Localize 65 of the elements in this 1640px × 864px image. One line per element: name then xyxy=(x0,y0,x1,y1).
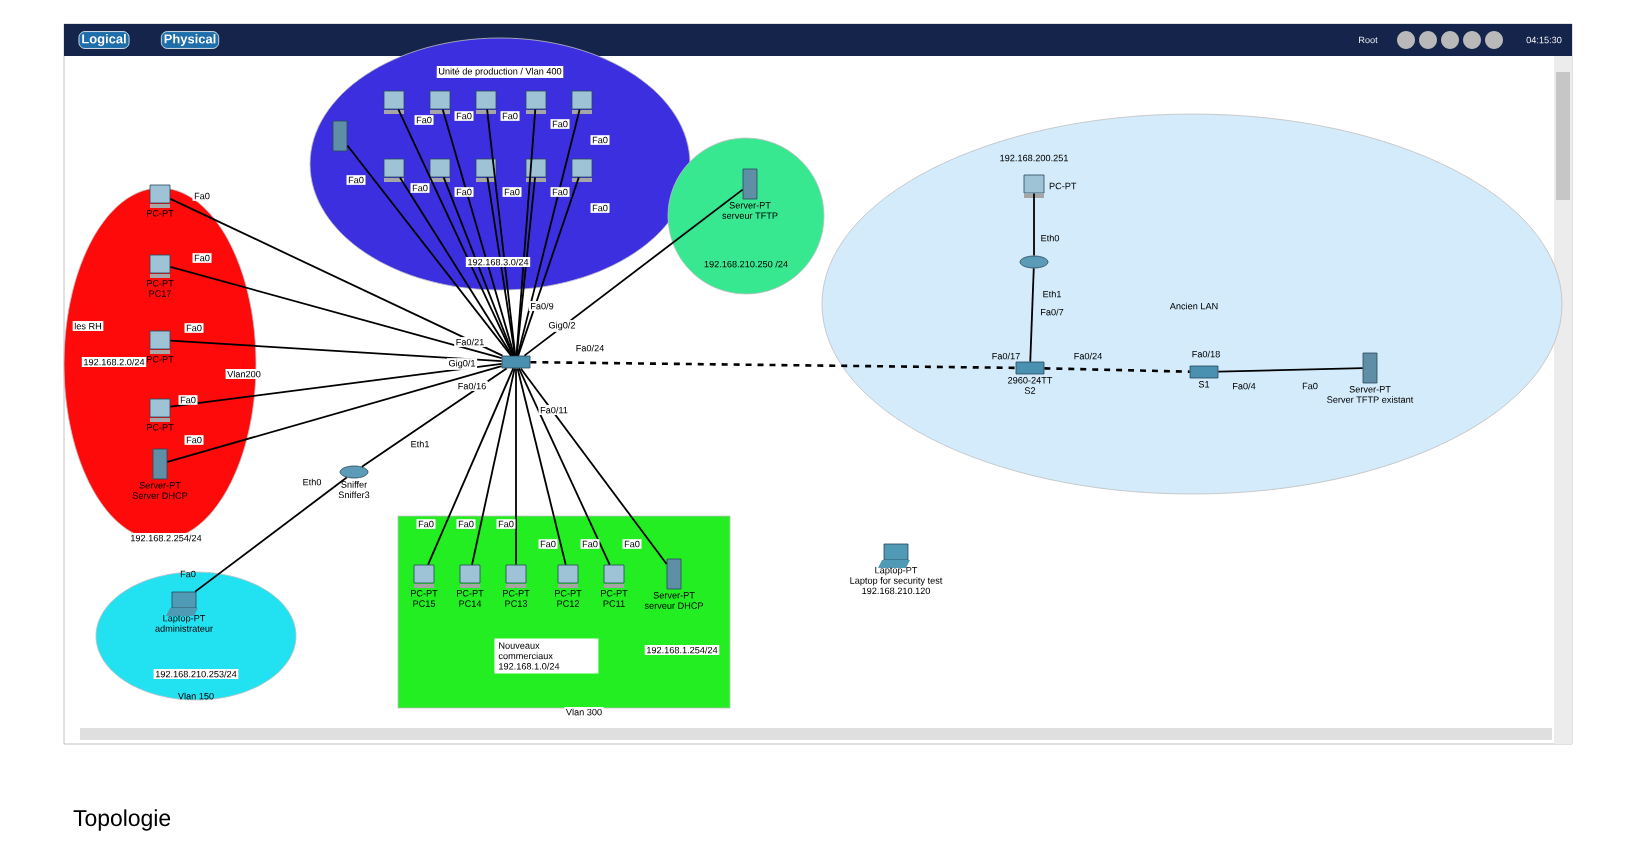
network-link xyxy=(166,365,503,463)
network-link xyxy=(346,144,512,357)
network-link xyxy=(486,108,517,357)
device xyxy=(459,564,481,588)
network-link xyxy=(516,367,567,566)
device xyxy=(149,254,171,278)
network-link xyxy=(169,198,504,357)
network-link xyxy=(1033,192,1035,257)
network-link xyxy=(442,176,515,357)
network-link xyxy=(515,176,536,357)
device xyxy=(557,564,579,588)
network-link xyxy=(427,367,515,566)
network-link xyxy=(516,108,581,357)
device xyxy=(475,90,497,114)
device xyxy=(149,330,171,354)
network-link xyxy=(169,362,503,408)
network-link xyxy=(1029,267,1035,363)
network-link xyxy=(169,339,503,363)
device xyxy=(1015,361,1045,375)
zone xyxy=(667,137,825,295)
network-link xyxy=(361,367,508,468)
network-link xyxy=(441,108,516,357)
network-link xyxy=(523,188,744,357)
device xyxy=(383,158,405,182)
network-link xyxy=(515,367,517,566)
device xyxy=(525,90,547,114)
device xyxy=(525,158,547,182)
device xyxy=(1362,352,1378,384)
device xyxy=(603,564,625,588)
device xyxy=(332,120,348,152)
zone xyxy=(821,113,1563,495)
device xyxy=(339,465,369,479)
device xyxy=(571,158,593,182)
device xyxy=(505,564,527,588)
device xyxy=(152,448,168,480)
device xyxy=(878,543,910,568)
network-link xyxy=(517,176,580,357)
device xyxy=(383,90,405,114)
network-link xyxy=(1217,367,1364,373)
network-link xyxy=(169,266,503,359)
caption: Topologie xyxy=(73,809,171,831)
zone xyxy=(95,571,297,701)
network-link xyxy=(518,367,611,566)
device xyxy=(501,355,531,369)
device xyxy=(429,158,451,182)
device xyxy=(149,398,171,422)
device xyxy=(666,558,682,590)
network-link xyxy=(486,176,516,357)
network-link xyxy=(519,367,668,565)
device xyxy=(475,158,497,182)
device xyxy=(149,184,171,208)
device xyxy=(166,591,198,616)
network-link xyxy=(399,176,513,357)
device xyxy=(413,564,435,588)
device xyxy=(1023,174,1045,198)
network-link xyxy=(530,360,1016,370)
device xyxy=(1189,365,1219,379)
network-link xyxy=(1044,367,1190,373)
device xyxy=(742,168,758,200)
network-link xyxy=(397,108,514,357)
device xyxy=(1019,255,1049,269)
device xyxy=(571,90,593,114)
device xyxy=(429,90,451,114)
network-link xyxy=(194,476,348,593)
network-link xyxy=(471,367,516,566)
